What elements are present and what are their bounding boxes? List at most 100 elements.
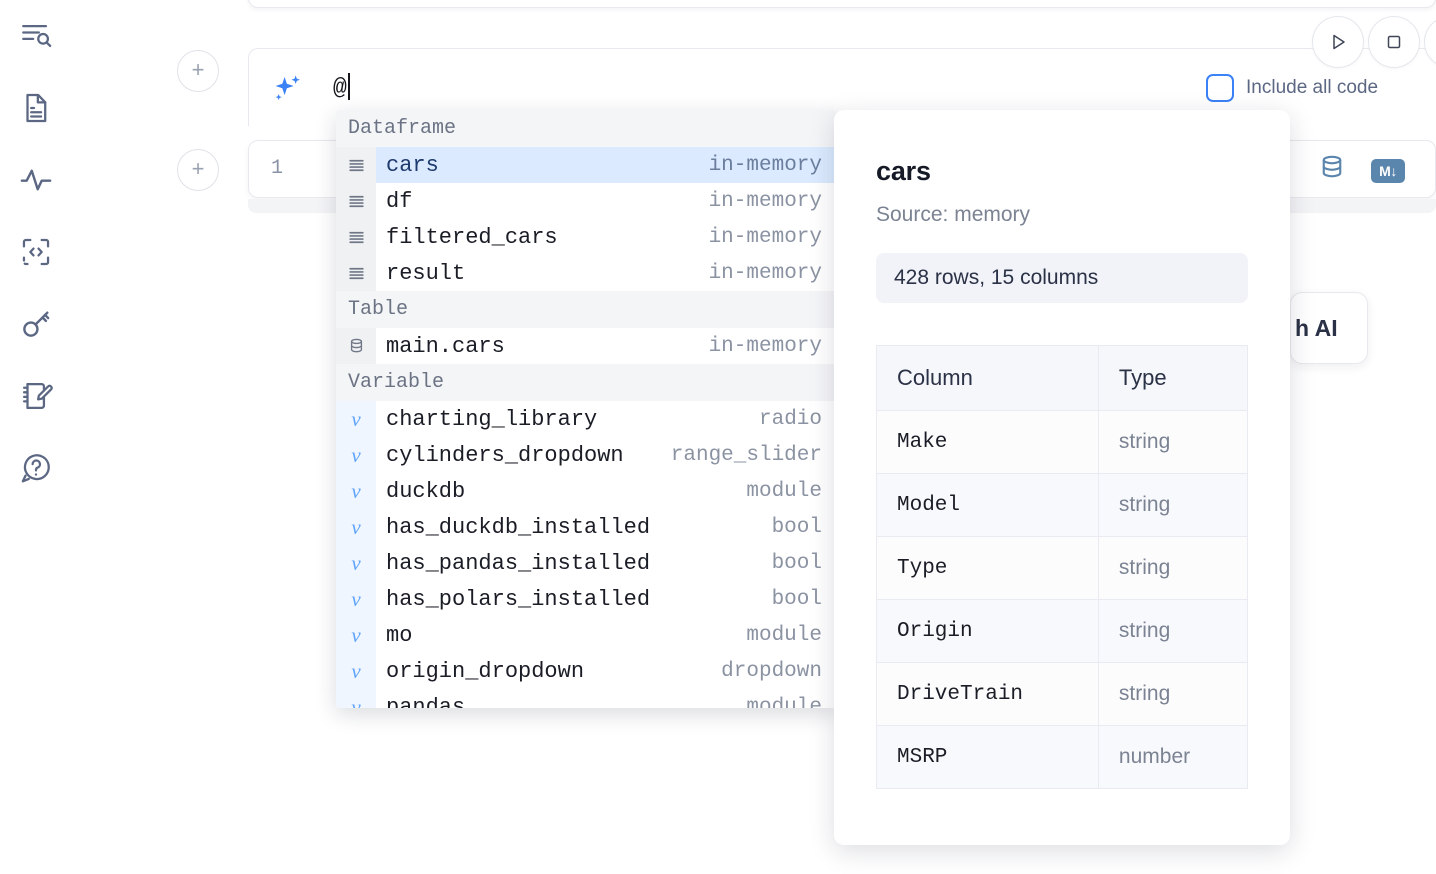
ai-prompt-text: @: [333, 75, 348, 101]
markdown-icon[interactable]: M↓: [1371, 158, 1405, 183]
file-explorer-search-icon[interactable]: [14, 14, 58, 58]
autocomplete-item-name: main.cars: [386, 333, 505, 359]
generate-with-ai-chip[interactable]: h AI: [1290, 292, 1368, 364]
autocomplete-item-name: duckdb: [386, 478, 466, 504]
preview-shape-badge: 428 rows, 15 columns: [876, 253, 1248, 303]
preview-column-name: Type: [876, 536, 1099, 600]
autocomplete-item-name: has_polars_installed: [386, 586, 651, 612]
stop-icon[interactable]: [1368, 16, 1420, 68]
autocomplete-item[interactable]: v has_polars_installed bool: [336, 581, 836, 617]
dataframe-icon: [336, 255, 376, 291]
autocomplete-item[interactable]: v has_pandas_installed bool: [336, 545, 836, 581]
preview-column-name: MSRP: [876, 725, 1099, 789]
autocomplete-item-name: filtered_cars: [386, 224, 558, 250]
line-number: 1: [271, 157, 284, 180]
add-cell-label-top: +: [191, 57, 205, 82]
database-icon: [336, 328, 376, 364]
autocomplete-item-name: cylinders_dropdown: [386, 442, 624, 468]
key-icon[interactable]: [14, 302, 58, 346]
preview-table-header-cell: Column: [876, 345, 1099, 411]
autocomplete-item-type: bool: [771, 551, 822, 575]
scratchpad-edit-icon[interactable]: [14, 374, 58, 418]
autocomplete-item-body: pandas module: [376, 689, 836, 709]
preview-column-type: string: [1097, 473, 1249, 537]
add-cell-button-bottom[interactable]: +: [177, 149, 219, 191]
preview-column-type: number: [1097, 725, 1249, 789]
document-icon[interactable]: [14, 86, 58, 130]
cell-toolbar: M↓: [1317, 153, 1405, 188]
autocomplete-item-body: charting_library radio: [376, 401, 836, 437]
generate-with-ai-label: h AI: [1295, 314, 1338, 341]
code-brackets-icon[interactable]: [14, 230, 58, 274]
dataframe-preview-panel: cars Source: memory 428 rows, 15 columns…: [834, 110, 1290, 845]
autocomplete-item-name: has_pandas_installed: [386, 550, 651, 576]
activity-pulse-icon[interactable]: [14, 158, 58, 202]
autocomplete-item-type: range_slider: [670, 443, 822, 467]
autocomplete-item-type: in-memory: [708, 261, 822, 285]
add-cell-label-bottom: +: [191, 156, 205, 181]
autocomplete-item-type: in-memory: [708, 334, 822, 358]
preview-column-type: string: [1097, 410, 1249, 474]
preview-title: cars: [876, 156, 931, 186]
autocomplete-item[interactable]: filtered_cars in-memory: [336, 219, 836, 255]
autocomplete-item-name: charting_library: [386, 406, 598, 432]
autocomplete-item-body: has_pandas_installed bool: [376, 545, 836, 581]
include-all-code-checkbox[interactable]: [1206, 74, 1234, 102]
help-chat-icon[interactable]: [14, 446, 58, 490]
database-icon[interactable]: [1317, 153, 1347, 188]
autocomplete-item-type: bool: [771, 587, 822, 611]
variable-icon: v: [336, 509, 376, 545]
preview-table-header-cell: Type: [1097, 345, 1249, 411]
autocomplete-item-type: module: [746, 695, 822, 709]
run-icon[interactable]: [1312, 16, 1364, 68]
add-cell-button-top[interactable]: +: [177, 50, 219, 92]
autocomplete-item-type: in-memory: [708, 189, 822, 213]
autocomplete-group-header: Variable: [336, 364, 836, 401]
dataframe-icon: [336, 219, 376, 255]
autocomplete-group-header: Table: [336, 291, 836, 328]
left-icon-rail: [0, 0, 72, 874]
autocomplete-item-type: dropdown: [721, 659, 822, 683]
preview-column-name: Origin: [876, 599, 1099, 663]
preview-column-name: Make: [876, 410, 1099, 474]
ai-prompt-input[interactable]: @: [333, 73, 351, 101]
autocomplete-item-type: radio: [758, 407, 822, 431]
dataframe-icon: [336, 183, 376, 219]
text-cursor: [348, 73, 351, 100]
preview-source: Source: memory: [876, 203, 1031, 226]
autocomplete-item-type: in-memory: [708, 225, 822, 249]
autocomplete-group-header: Dataframe: [336, 110, 836, 147]
variable-icon: v: [336, 581, 376, 617]
autocomplete-item[interactable]: main.cars in-memory: [336, 328, 836, 364]
autocomplete-item-type: in-memory: [708, 153, 822, 177]
autocomplete-item-type: module: [746, 623, 822, 647]
autocomplete-item-name: pandas: [386, 694, 466, 709]
variable-icon: v: [336, 545, 376, 581]
include-all-code-toggle[interactable]: Include all code: [1206, 74, 1378, 102]
include-all-code-label: Include all code: [1246, 77, 1379, 98]
preview-column-name: DriveTrain: [876, 662, 1099, 726]
autocomplete-item-body: main.cars in-memory: [376, 328, 836, 364]
